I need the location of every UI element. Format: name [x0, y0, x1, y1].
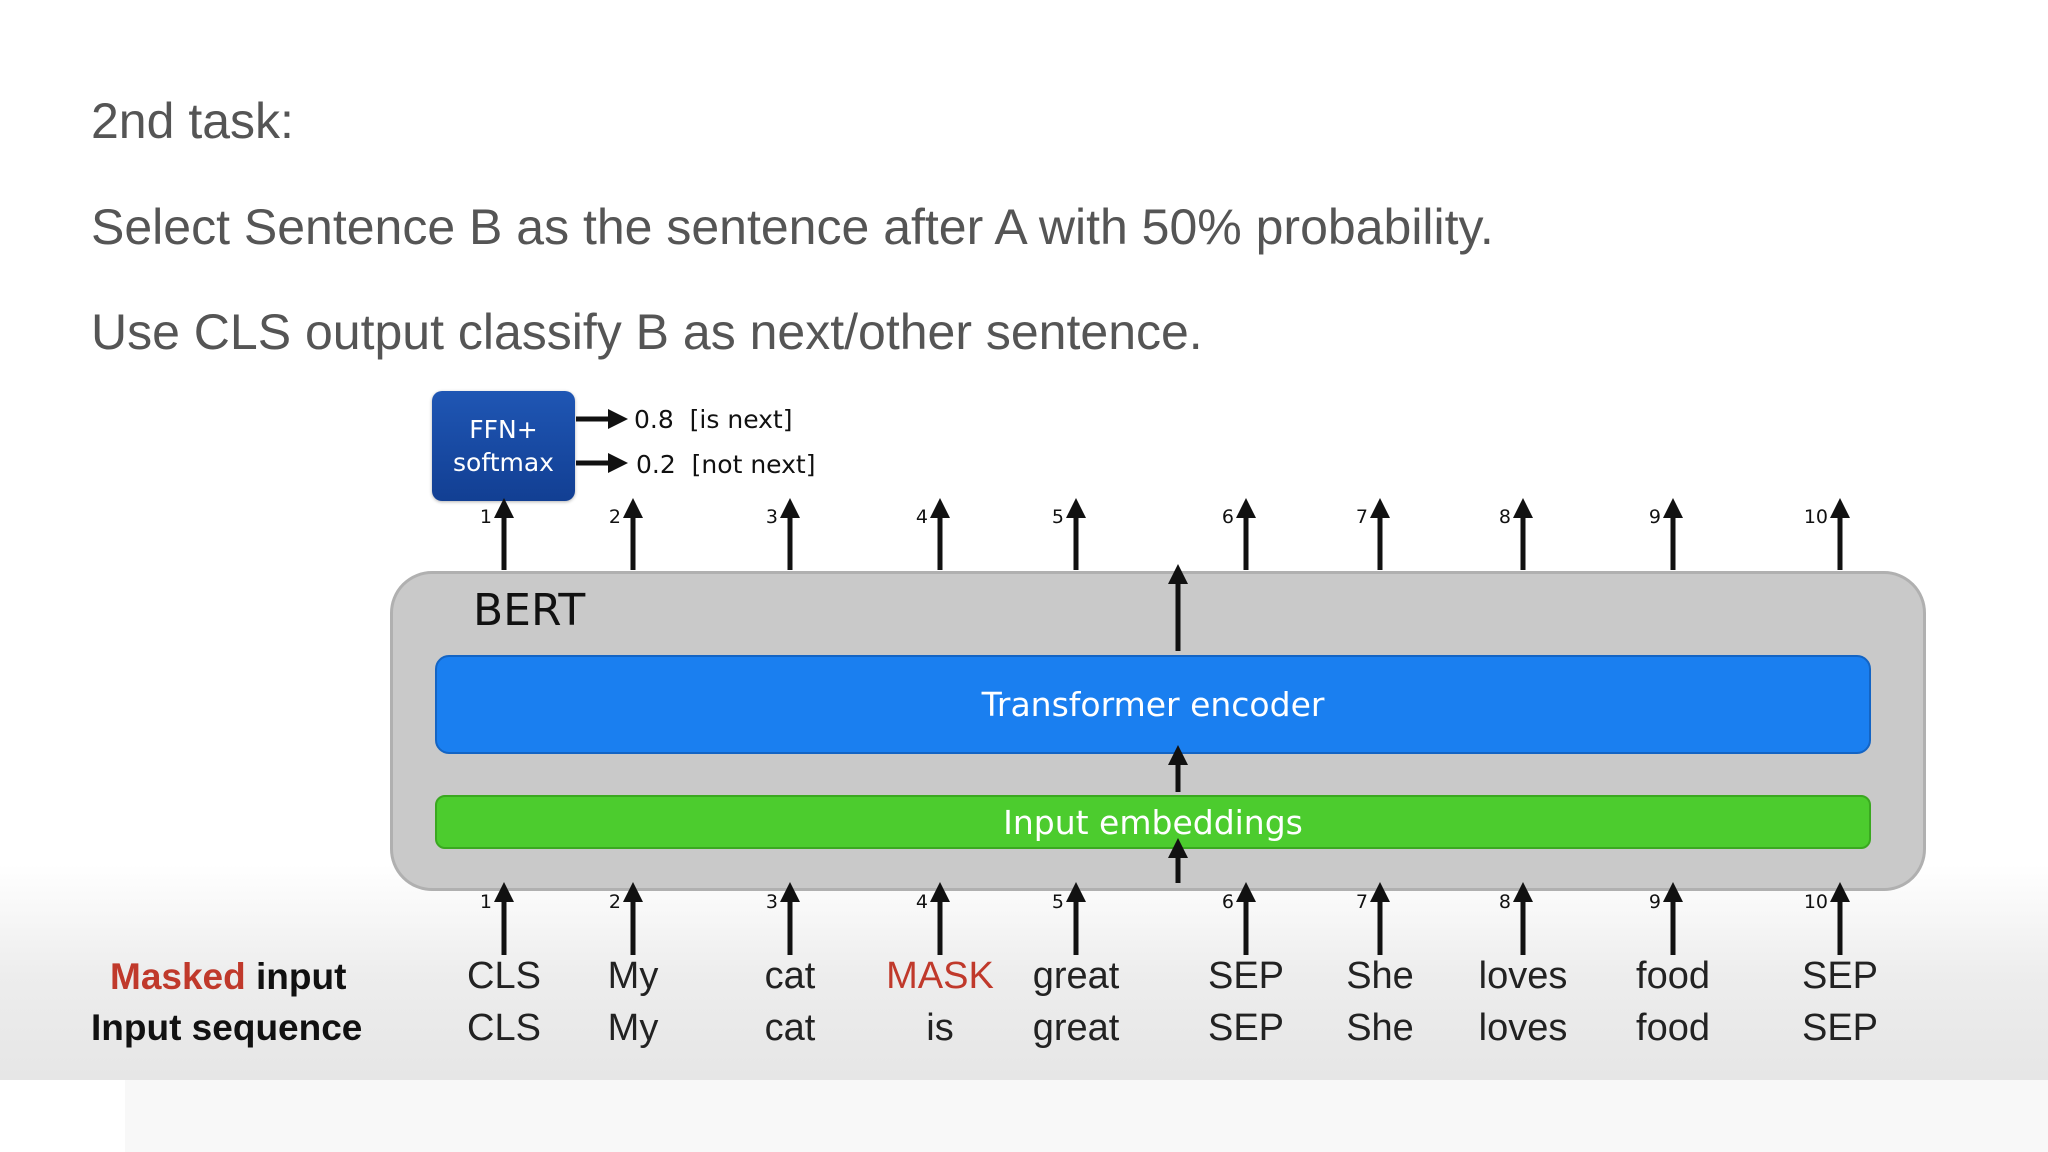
input-token-9: food — [1636, 1007, 1710, 1049]
output-position-1: 1 — [479, 506, 492, 528]
input-position-4: 4 — [915, 891, 928, 913]
masked-token-10: SEP — [1801, 955, 1879, 997]
slide-line-1: Select Sentence B as the sentence after … — [91, 199, 1494, 255]
not-next-label: [not next] — [691, 450, 816, 479]
output-position-2: 2 — [608, 506, 621, 528]
input-token-4: is — [926, 1007, 954, 1049]
ffn-label: FFN+ — [469, 415, 538, 444]
output-position-7: 7 — [1355, 506, 1368, 528]
masked-token-4: MASK — [886, 955, 994, 997]
input-token-10: SEP — [1801, 1007, 1879, 1049]
input-position-8: 8 — [1498, 891, 1511, 913]
output-position-5: 5 — [1051, 506, 1064, 528]
ffn-softmax-block: FFN+ softmax — [432, 391, 575, 501]
transformer-encoder-block: Transformer encoder — [435, 655, 1871, 754]
input-position-6: 6 — [1221, 891, 1234, 913]
not-next-probability: 0.2 — [636, 450, 676, 479]
input-token-5: great — [1032, 1007, 1120, 1049]
masked-token-6: SEP — [1207, 955, 1285, 997]
transformer-encoder-label: Transformer encoder — [981, 685, 1325, 724]
masked-token-2: My — [607, 955, 659, 997]
input-token-8: loves — [1478, 1007, 1568, 1049]
masked-input-label: Masked input — [110, 956, 346, 998]
is-next-output: 0.8 [is next] — [634, 405, 792, 434]
output-position-6: 6 — [1221, 506, 1234, 528]
slide-line-2: Use CLS output classify B as next/other … — [91, 304, 1203, 360]
output-position-4: 4 — [915, 506, 928, 528]
bert-label: BERT — [473, 585, 586, 636]
input-position-10: 10 — [1803, 891, 1828, 913]
input-embeddings-label: Input embeddings — [1003, 802, 1303, 842]
input-position-9: 9 — [1648, 891, 1661, 913]
input-token-6: SEP — [1207, 1007, 1285, 1049]
input-token-7: She — [1346, 1007, 1414, 1049]
input-word: input — [245, 956, 347, 997]
softmax-label: softmax — [453, 448, 554, 477]
output-position-10: 10 — [1803, 506, 1828, 528]
input-position-5: 5 — [1051, 891, 1064, 913]
masked-token-7: She — [1346, 955, 1414, 997]
output-position-3: 3 — [765, 506, 778, 528]
input-position-2: 2 — [608, 891, 621, 913]
slide-heading: 2nd task: — [91, 93, 294, 149]
masked-token-3: cat — [764, 955, 816, 997]
is-next-probability: 0.8 — [634, 405, 674, 434]
masked-token-9: food — [1636, 955, 1710, 997]
input-embeddings-block: Input embeddings — [435, 795, 1871, 849]
masked-token-8: loves — [1478, 955, 1568, 997]
input-sequence-label: Input sequence — [91, 1007, 363, 1048]
masked-token-5: great — [1032, 955, 1120, 997]
masked-token-1: CLS — [467, 955, 541, 997]
input-position-1: 1 — [479, 891, 492, 913]
output-position-8: 8 — [1498, 506, 1511, 528]
output-position-9: 9 — [1648, 506, 1661, 528]
not-next-output: 0.2 [not next] — [636, 450, 815, 479]
is-next-label: [is next] — [689, 405, 793, 434]
input-position-3: 3 — [765, 891, 778, 913]
masked-word: Masked — [110, 956, 246, 997]
input-token-1: CLS — [467, 1007, 541, 1049]
input-token-3: cat — [764, 1007, 816, 1049]
figure-bottom-shade — [125, 1080, 2048, 1152]
input-token-2: My — [607, 1007, 659, 1049]
input-position-7: 7 — [1355, 891, 1368, 913]
